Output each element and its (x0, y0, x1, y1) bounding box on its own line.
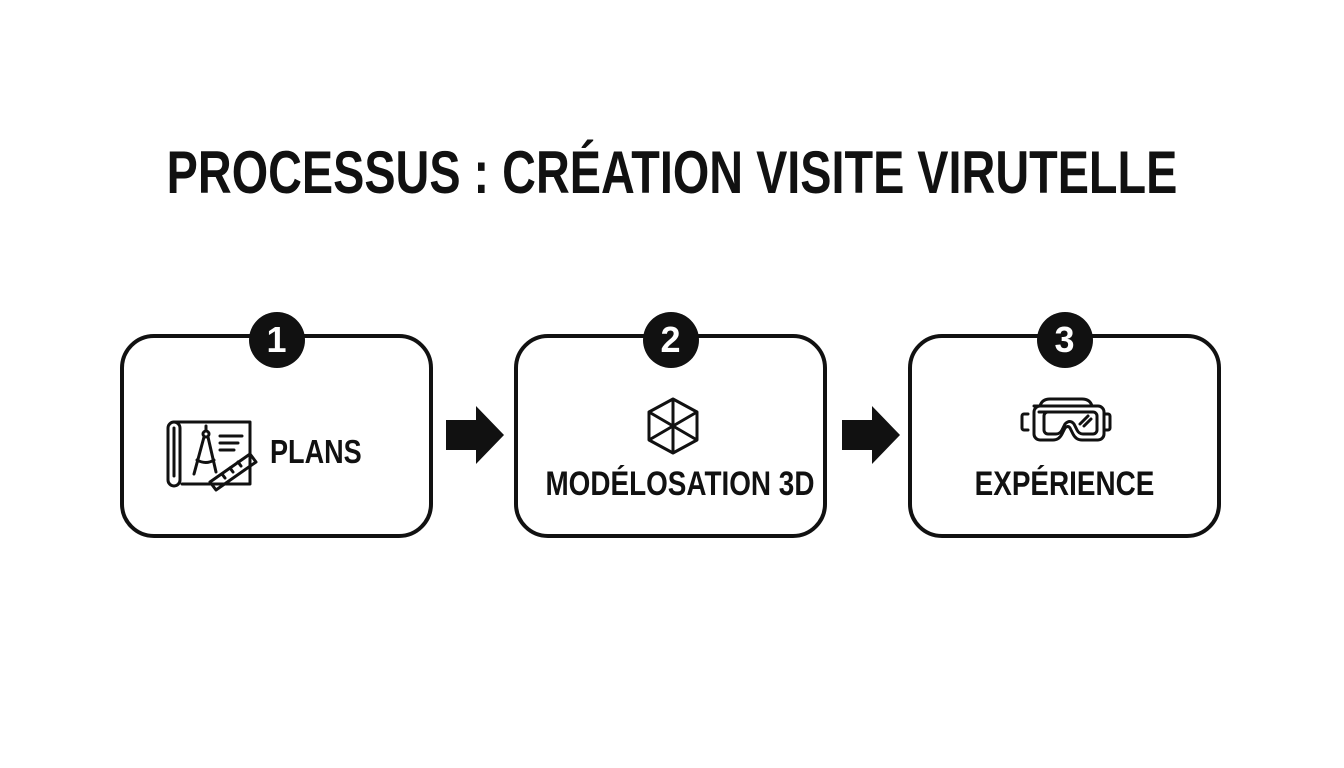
diagram-title: PROCESSUS : CRÉATION VISITE VIRUTELLE (166, 139, 1178, 206)
vr-headset-icon (1020, 396, 1112, 452)
arrow-right-icon (446, 404, 508, 466)
cube-icon (645, 396, 701, 456)
blueprint-compass-ruler-icon (164, 416, 258, 494)
step-2-card: 2 MODÉLOSATION 3D (514, 312, 827, 538)
step-3-card: 3 EXPÉRIENCE (908, 312, 1221, 538)
step-1-badge: 1 (248, 312, 305, 368)
arrow-right-icon (842, 404, 904, 466)
step-2-badge: 2 (642, 312, 699, 368)
step-1-card: 1 PLANS (120, 312, 433, 538)
step-3-label: EXPÉRIENCE (974, 465, 1155, 503)
step-1-label: PLANS (270, 433, 362, 470)
step-2-label: MODÉLOSATION 3D (545, 465, 815, 503)
step-3-badge: 3 (1036, 312, 1093, 368)
